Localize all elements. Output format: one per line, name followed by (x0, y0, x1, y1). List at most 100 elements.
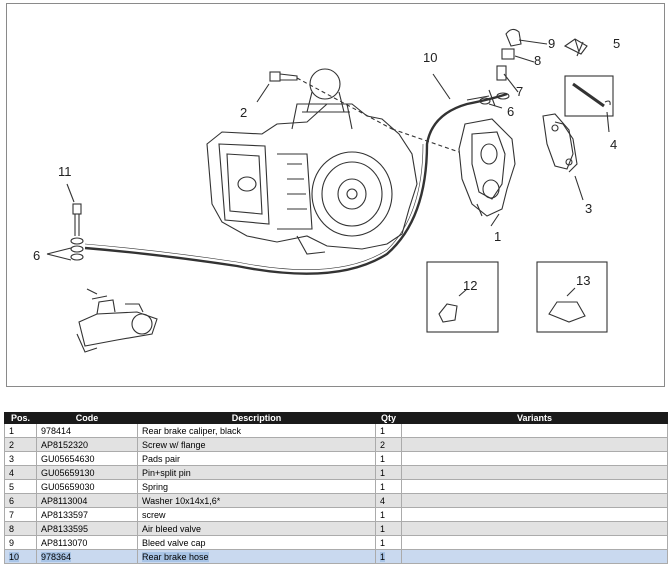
bleed-valve-parts (496, 28, 548, 100)
cell-description: Air bleed valve (137, 521, 376, 536)
cell-description: Pads pair (137, 451, 376, 466)
pin-part-4 (564, 75, 614, 117)
cell-code: GU05654630 (36, 451, 138, 466)
callout-3: 3 (585, 201, 592, 216)
cell-code: AP8113004 (36, 493, 138, 508)
callout-12: 12 (463, 278, 477, 293)
cell-qty: 1 (375, 465, 402, 480)
callout-5: 5 (613, 36, 620, 51)
callout-8: 8 (534, 53, 541, 68)
selected-text: 978364 (41, 551, 72, 562)
cell-qty: 1 (375, 479, 402, 494)
table-row[interactable]: 10 978364 Rear brake hose 1 (4, 549, 668, 564)
header-pos: Pos. (4, 412, 37, 424)
cell-pos: 9 (4, 535, 37, 550)
cell-variants (401, 507, 668, 522)
cell-qty: 1 (375, 535, 402, 550)
cell-qty: 1 (375, 521, 402, 536)
cell-variants (401, 493, 668, 508)
cell-pos: 3 (4, 451, 37, 466)
cell-description: Rear brake hose (137, 549, 376, 564)
cell-description: Spring (137, 479, 376, 494)
callout-2: 2 (240, 105, 247, 120)
selected-text: 1 (380, 551, 386, 562)
cell-pos: 4 (4, 465, 37, 480)
header-variants: Variants (401, 412, 668, 424)
bolt-part-11 (46, 183, 84, 261)
brake-hose-part-10 (84, 92, 508, 275)
cell-qty: 1 (375, 507, 402, 522)
cell-variants (401, 451, 668, 466)
cell-code: GU05659030 (36, 479, 138, 494)
header-qty: Qty (375, 412, 402, 424)
cell-code: AP8133597 (36, 507, 138, 522)
diagram-drawing: 1 2 3 4 5 6 6 7 8 9 10 11 12 13 (33, 28, 620, 353)
cell-description: Rear brake caliper, black (137, 423, 376, 438)
screw-part-2 (256, 71, 298, 103)
cell-code: AP8113070 (36, 535, 138, 550)
inset-part-13 (536, 261, 608, 333)
engine-assembly (206, 68, 418, 255)
cell-qty: 4 (375, 493, 402, 508)
callout-13: 13 (576, 273, 590, 288)
brake-pads-part-3 (542, 113, 578, 173)
callout-6-upper: 6 (507, 104, 514, 119)
exploded-parts-diagram: 1 2 3 4 5 6 6 7 8 9 10 11 12 13 (6, 3, 665, 387)
callout-1: 1 (494, 229, 501, 244)
master-cylinder (76, 288, 158, 353)
cell-description: Screw w/ flange (137, 437, 376, 452)
callout-9: 9 (548, 36, 555, 51)
cell-variants (401, 465, 668, 480)
cell-code: 978364 (36, 549, 138, 564)
callout-4: 4 (610, 137, 617, 152)
cell-qty: 1 (375, 423, 402, 438)
cell-pos: 7 (4, 507, 37, 522)
selected-text: Rear brake hose (142, 551, 209, 562)
cell-description: Pin+split pin (137, 465, 376, 480)
callout-6-lower: 6 (33, 248, 40, 263)
header-description: Description (137, 412, 376, 424)
header-code: Code (36, 412, 138, 424)
selected-text: 10 (9, 551, 20, 562)
callout-11: 11 (58, 164, 72, 179)
cell-variants (401, 549, 668, 564)
cell-pos: 2 (4, 437, 37, 452)
cell-pos: 1 (4, 423, 37, 438)
inset-part-12 (426, 261, 499, 333)
cell-variants (401, 479, 668, 494)
spring-part-5 (563, 38, 588, 57)
cell-code: GU05659130 (36, 465, 138, 480)
cell-qty: 2 (375, 437, 402, 452)
cell-variants (401, 535, 668, 550)
cell-pos: 6 (4, 493, 37, 508)
callout-10: 10 (423, 50, 437, 65)
cell-variants (401, 521, 668, 536)
table-header-row: Pos. Code Description Qty Variants (4, 412, 668, 424)
cell-description: Bleed valve cap (137, 535, 376, 550)
cell-variants (401, 437, 668, 452)
cell-description: screw (137, 507, 376, 522)
cell-qty: 1 (375, 549, 402, 564)
callout-7: 7 (516, 84, 523, 99)
cell-description: Washer 10x14x1,6* (137, 493, 376, 508)
cell-pos: 10 (4, 549, 37, 564)
cell-code: AP8152320 (36, 437, 138, 452)
brake-caliper-part-1 (458, 118, 516, 217)
cell-qty: 1 (375, 451, 402, 466)
cell-pos: 5 (4, 479, 37, 494)
cell-pos: 8 (4, 521, 37, 536)
cell-code: AP8133595 (36, 521, 138, 536)
cell-variants (401, 423, 668, 438)
cell-code: 978414 (36, 423, 138, 438)
